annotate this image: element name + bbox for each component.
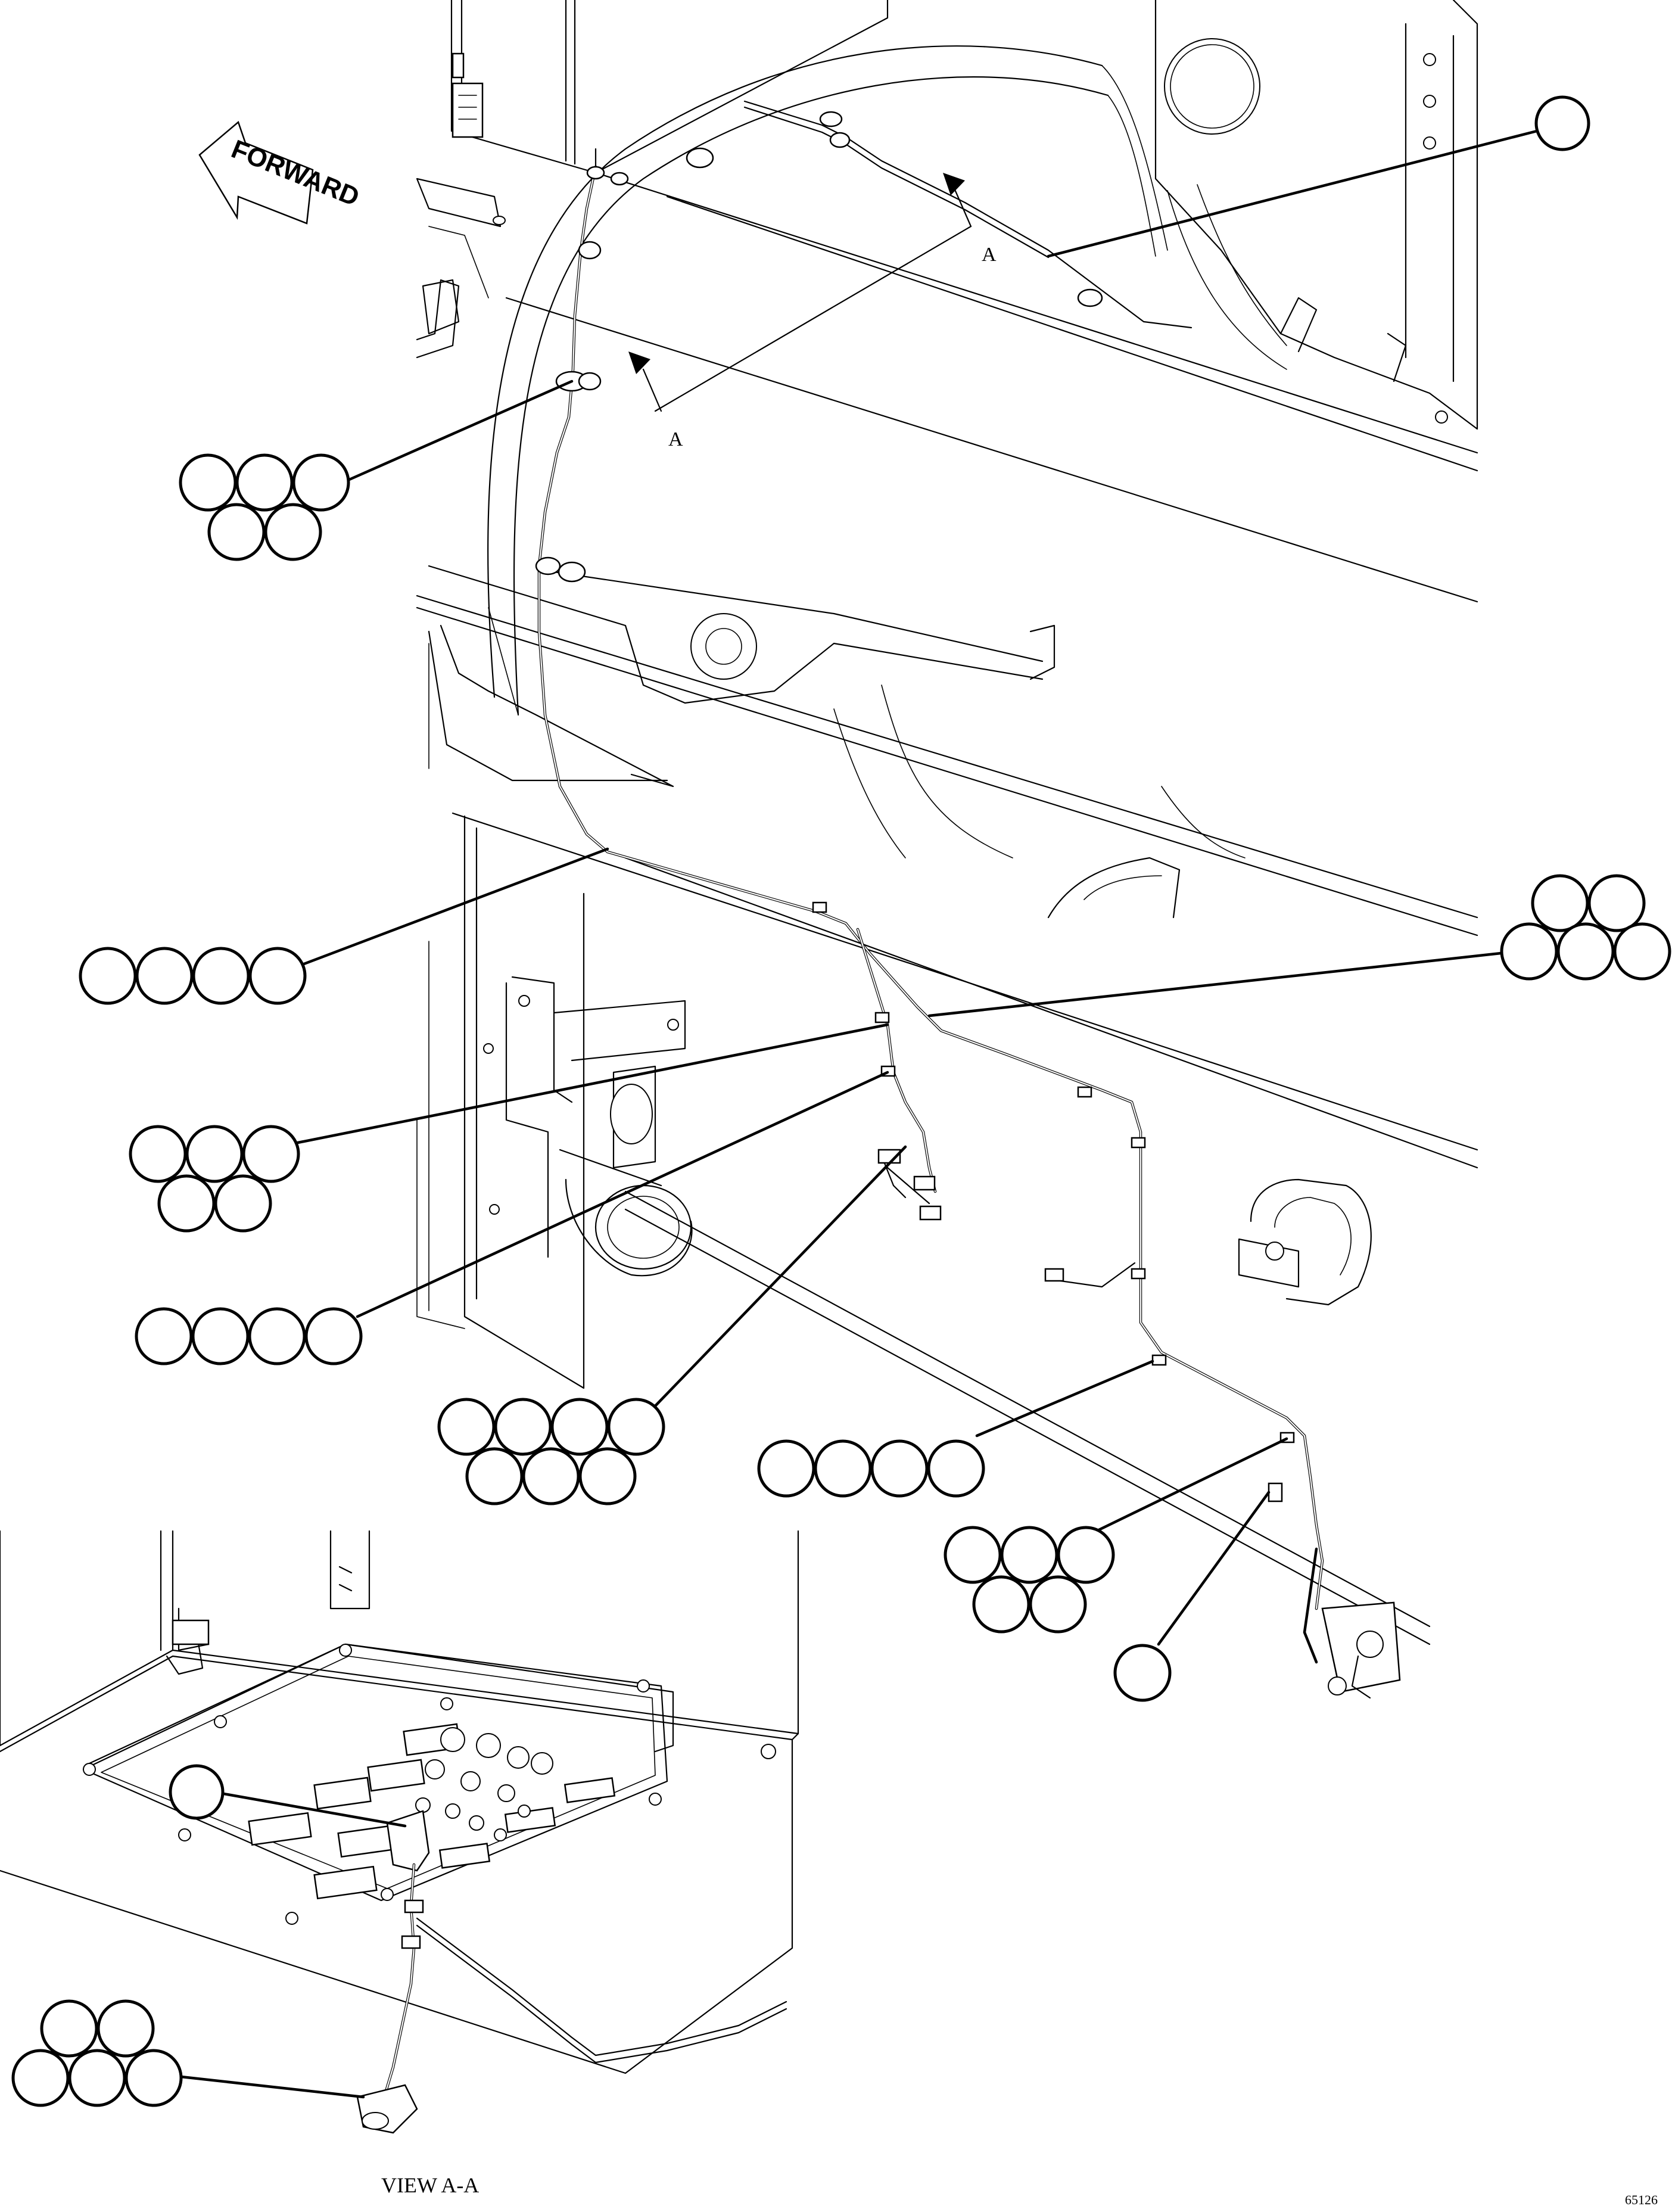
section-marks: A A — [628, 173, 997, 450]
section-arrow-upper — [943, 173, 965, 195]
callout-right-lower[interactable] — [944, 1526, 1115, 1634]
electrical-box — [450, 0, 889, 174]
callout-center-right[interactable] — [757, 1439, 985, 1498]
wire-harness — [535, 100, 1401, 1699]
callout-right-single[interactable] — [1113, 1644, 1172, 1702]
forward-arrow: FORWARD — [198, 120, 363, 225]
chassis-structure — [416, 0, 1478, 1645]
section-label-lower: A — [668, 428, 683, 450]
callout-center-bottom[interactable] — [437, 1398, 665, 1505]
callout-leaders — [174, 129, 1539, 2099]
callout-left-lower[interactable] — [129, 1125, 300, 1233]
callout-left-mid[interactable] — [79, 947, 307, 1005]
callout-upper-left[interactable] — [179, 453, 350, 561]
callout-top-right[interactable] — [1534, 95, 1590, 151]
callout-left-bottom[interactable] — [135, 1307, 363, 1365]
section-label-upper: A — [982, 244, 997, 266]
drawing-number: 65126 — [1625, 2192, 1658, 2207]
section-arrow-lower — [628, 351, 650, 374]
harness-clamps — [535, 111, 1295, 1502]
view-a-a-inset: VIEW A-A — [0, 1530, 799, 2197]
callout-view-single[interactable] — [169, 1764, 225, 1820]
view-label: VIEW A-A — [381, 2173, 479, 2197]
callout-view-group[interactable] — [11, 1999, 183, 2107]
callout-right-mid[interactable] — [1500, 874, 1671, 981]
